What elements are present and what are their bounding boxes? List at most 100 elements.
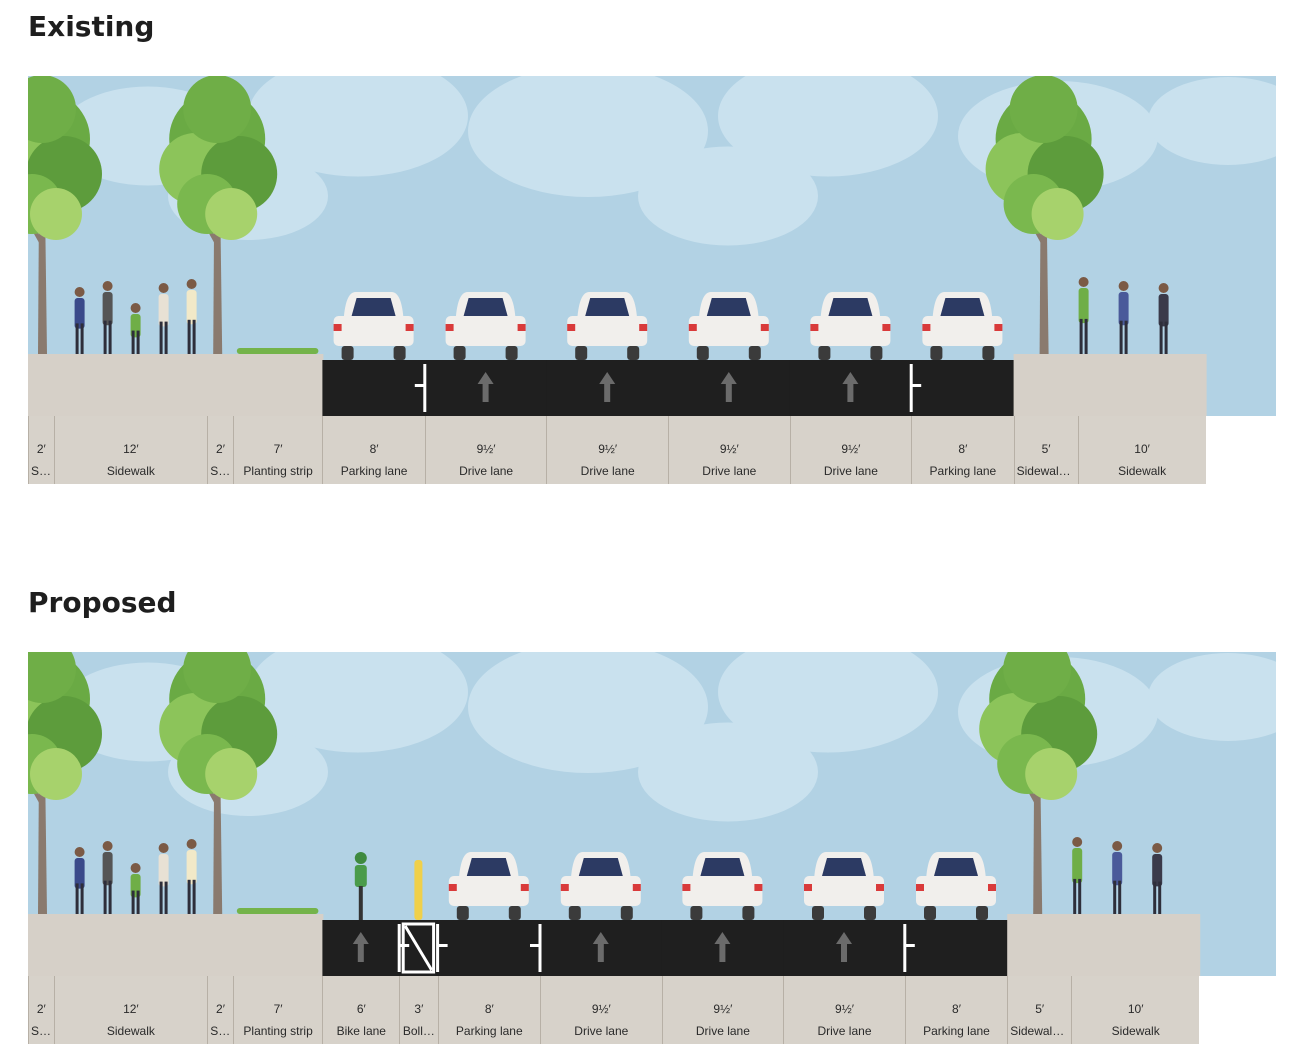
pedestrian-leg	[136, 890, 140, 914]
pedestrian-leg	[1118, 880, 1122, 914]
pedestrian-leg	[1078, 878, 1082, 914]
pedestrian-head	[130, 303, 141, 313]
segment-name: Si…	[210, 464, 231, 478]
car	[922, 292, 1003, 360]
lane-line	[538, 924, 542, 972]
parking-surface	[437, 920, 541, 976]
cloud	[248, 652, 468, 753]
pedestrian-leg	[1079, 318, 1083, 354]
lane-line	[397, 924, 401, 972]
car-wheel	[870, 346, 883, 360]
pedestrian-head	[1118, 281, 1129, 291]
tree-foliage	[183, 76, 252, 143]
pedestrian-leg	[159, 881, 163, 914]
tree-foliage	[1031, 188, 1084, 240]
parking-surface	[911, 360, 1015, 416]
car-wheel	[982, 346, 995, 360]
car-window	[463, 298, 508, 316]
pedestrian-leg	[1124, 320, 1128, 354]
cyclist-helmet	[354, 852, 367, 864]
pedestrian-leg	[1073, 878, 1077, 914]
segment-label: 2′Si…	[207, 416, 233, 484]
pedestrian-head	[74, 847, 85, 857]
car-window	[466, 858, 511, 876]
car-wheel	[453, 346, 466, 360]
car-wheel	[812, 906, 824, 920]
car-tail-light	[688, 324, 697, 331]
car-body	[445, 316, 526, 346]
segment-name: Drive lane	[459, 464, 514, 478]
pedestrian-body	[1158, 294, 1169, 327]
segment-name: Drive lane	[702, 464, 757, 478]
car-wheel	[568, 906, 581, 920]
segment-name: Si…	[31, 1024, 52, 1038]
car-body	[567, 316, 648, 346]
pedestrian-leg	[103, 880, 107, 914]
segment-width: 7′	[273, 1002, 283, 1016]
tree-foliage	[28, 652, 76, 703]
sidewalk-surface	[53, 914, 209, 976]
segment-name: Si…	[31, 464, 52, 478]
car-tail-light	[405, 324, 414, 331]
pedestrian	[130, 863, 141, 914]
buffer-hatch	[401, 922, 436, 974]
segment-name: Planting strip	[243, 1024, 313, 1038]
segment-label: 9½′Drive lane	[661, 976, 784, 1044]
segment-name: Sidewalk…	[1016, 464, 1076, 478]
segment-label: 10′Sidewalk	[1071, 976, 1199, 1044]
segment-width: 9½′	[476, 442, 496, 456]
tree-foliage	[1025, 748, 1078, 800]
pedestrian	[102, 841, 113, 914]
segment-width: 2′	[36, 442, 46, 456]
pedestrian-leg	[164, 881, 168, 914]
segment-width: 5′	[1035, 1002, 1045, 1016]
tree	[159, 76, 278, 354]
car-wheel	[456, 906, 469, 920]
car	[916, 852, 996, 920]
pedestrian-body	[102, 292, 113, 326]
lane-direction-arrow	[714, 932, 731, 962]
segment-width: 6′	[356, 1002, 366, 1016]
car-wheel	[924, 906, 936, 920]
car-wheel	[864, 906, 876, 920]
pedestrian-leg	[80, 883, 84, 914]
pedestrian-body	[74, 298, 85, 329]
pedestrian-head	[1078, 277, 1089, 287]
car-body	[688, 316, 769, 346]
cyclist-body	[354, 865, 367, 887]
car-tail-light	[517, 324, 526, 331]
segment-name: Parking lane	[929, 464, 997, 478]
segment-width: 12′	[123, 442, 139, 456]
car-body	[560, 876, 641, 906]
car-body	[682, 876, 763, 906]
car-tail-light	[922, 324, 931, 331]
segment-label: 5′Sidewalk…	[1007, 976, 1071, 1044]
pedestrian-leg	[75, 883, 79, 914]
car-body	[333, 316, 414, 346]
pedestrian-leg	[192, 879, 196, 914]
segment-width: 9½′	[841, 442, 861, 456]
lane-direction-arrow	[842, 372, 859, 402]
cyclist	[354, 852, 367, 920]
pedestrian-leg	[131, 890, 135, 914]
segment-name: Boll…	[402, 1024, 435, 1038]
car-tail-light	[639, 324, 648, 331]
parking-tick	[530, 944, 540, 947]
car-wheel	[341, 346, 354, 360]
planting-strip-surface	[232, 914, 324, 976]
car-window	[700, 858, 745, 876]
car-tail-light	[560, 884, 569, 891]
pedestrian	[186, 839, 197, 914]
pedestrian	[1158, 283, 1169, 354]
car	[560, 852, 641, 920]
segment-label: 10′Sidewalk	[1077, 416, 1206, 484]
existing-heading: Existing	[28, 10, 155, 43]
car-tail-light	[754, 884, 763, 891]
car-window	[822, 858, 866, 876]
segment-label: 8′Parking lane	[322, 416, 424, 484]
car	[445, 292, 526, 360]
pedestrian-head	[158, 283, 169, 293]
segment-name: Parking lane	[340, 464, 408, 478]
segment-name: Drive lane	[580, 464, 635, 478]
pedestrian-body	[1078, 288, 1089, 324]
